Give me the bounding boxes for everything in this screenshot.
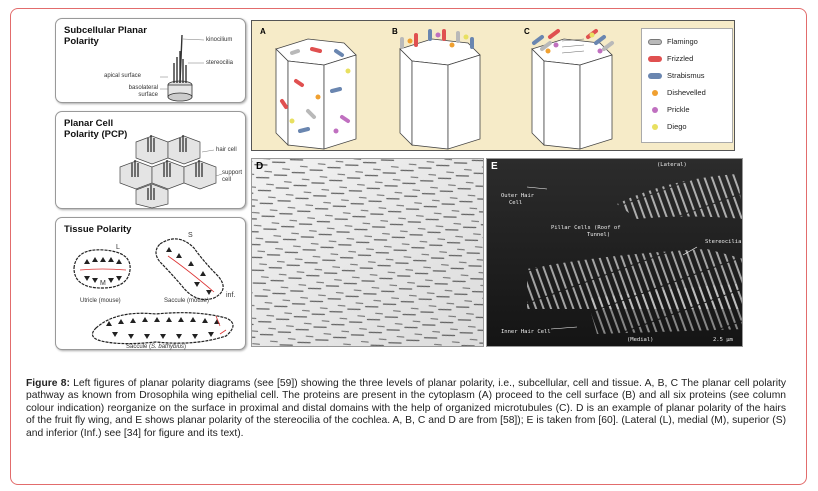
utricle-mouse-label: Utricle (mouse) (80, 298, 121, 304)
medial-m-label: M (100, 280, 106, 287)
pcp-protein-diagram: A B C Flamingo Frizzled Stra (251, 20, 735, 151)
pillar-cells-annotation: Pillar Cells (Roof of (551, 225, 621, 231)
lateral-annotation: (Lateral) (657, 162, 687, 168)
pcp-panel: Planar Cell Polarity (PCP) hair cell su (55, 111, 246, 209)
panel-label-a: A (260, 27, 266, 36)
scale-bar-label: 2.5 µm (713, 337, 733, 343)
figure-label: Figure 8: (26, 378, 70, 389)
legend-item-frizzled: Frizzled (648, 54, 693, 63)
tissue-organs-drawing (73, 238, 234, 345)
legend-item-diego: Diego (648, 122, 687, 131)
strabismus-swatch (648, 72, 662, 79)
diego-dot (652, 123, 658, 130)
fly-wing-hairs-photo: D (251, 158, 484, 347)
kinocilium-label: kinocilium (206, 37, 233, 43)
legend-item-dishevelled: Dishevelled (648, 88, 706, 97)
wing-hairs-texture (252, 159, 483, 346)
support-cell-label: support cell (222, 170, 243, 183)
basolateral-surface-label: basolateral surface (128, 85, 158, 98)
outer-hair-cell-annotation: Cell (509, 200, 523, 206)
panel-label-b: B (392, 27, 398, 36)
protein-legend: Flamingo Frizzled Strabismus Dishevelled… (641, 28, 733, 143)
hexagonal-cells-drawing (275, 29, 614, 150)
cochlea-sem-photo: E (Lateral) Outer Hair Cell Pillar Cells… (486, 158, 743, 347)
legend-item-strabismus: Strabismus (648, 71, 705, 80)
tissue-title: Tissue Polarity (64, 224, 132, 235)
pcp-title: Planar Cell Polarity (PCP) (64, 118, 128, 140)
sem-stereocilia-texture (487, 159, 742, 346)
inner-hair-cell-annotation: Inner Hair Cell (501, 329, 551, 335)
prickle-dot (652, 106, 658, 113)
tunnel-annotation: Tunnel) (587, 232, 611, 238)
subcellular-cell-drawing (160, 34, 205, 102)
panel-label-e: E (491, 161, 498, 172)
saccule-bathybius-label: Saccule (S. bathybius) (126, 344, 187, 350)
tissue-panel: Tissue Polarity L M S inf. Utricle (mous… (55, 217, 246, 350)
subcellular-title: Subcellular Planar Polarity (64, 25, 147, 47)
subcellular-panel: Subcellular Planar Polarity kinocilium s… (55, 18, 246, 103)
legend-item-prickle: Prickle (648, 105, 690, 114)
pcp-hair-cells-drawing (119, 135, 223, 209)
stereocilia-annotation: Stereocilia (705, 239, 742, 245)
flamingo-swatch (648, 38, 662, 45)
medial-annotation: (Medial) (627, 337, 654, 343)
superior-s-label: S (188, 232, 193, 239)
caption-text: Left figures of planar polarity diagrams… (26, 378, 786, 439)
frizzled-swatch (648, 55, 662, 62)
figure-caption: Figure 8: Left figures of planar polarit… (26, 378, 786, 440)
dishevelled-dot (652, 89, 658, 96)
panel-label-d: D (256, 161, 264, 172)
panel-label-c: C (524, 27, 530, 36)
inferior-label: inf. (226, 292, 236, 299)
apical-surface-label: apical surface (104, 73, 142, 79)
lateral-l-label: L (116, 244, 120, 251)
outer-hair-annotation: Outer Hair (501, 193, 535, 199)
saccule-mouse-label: Saccule (mouse) (164, 298, 210, 304)
hair-cell-label: hair cell (216, 147, 237, 153)
stereocilia-label: stereocilia (206, 60, 234, 66)
legend-item-flamingo: Flamingo (648, 37, 698, 46)
